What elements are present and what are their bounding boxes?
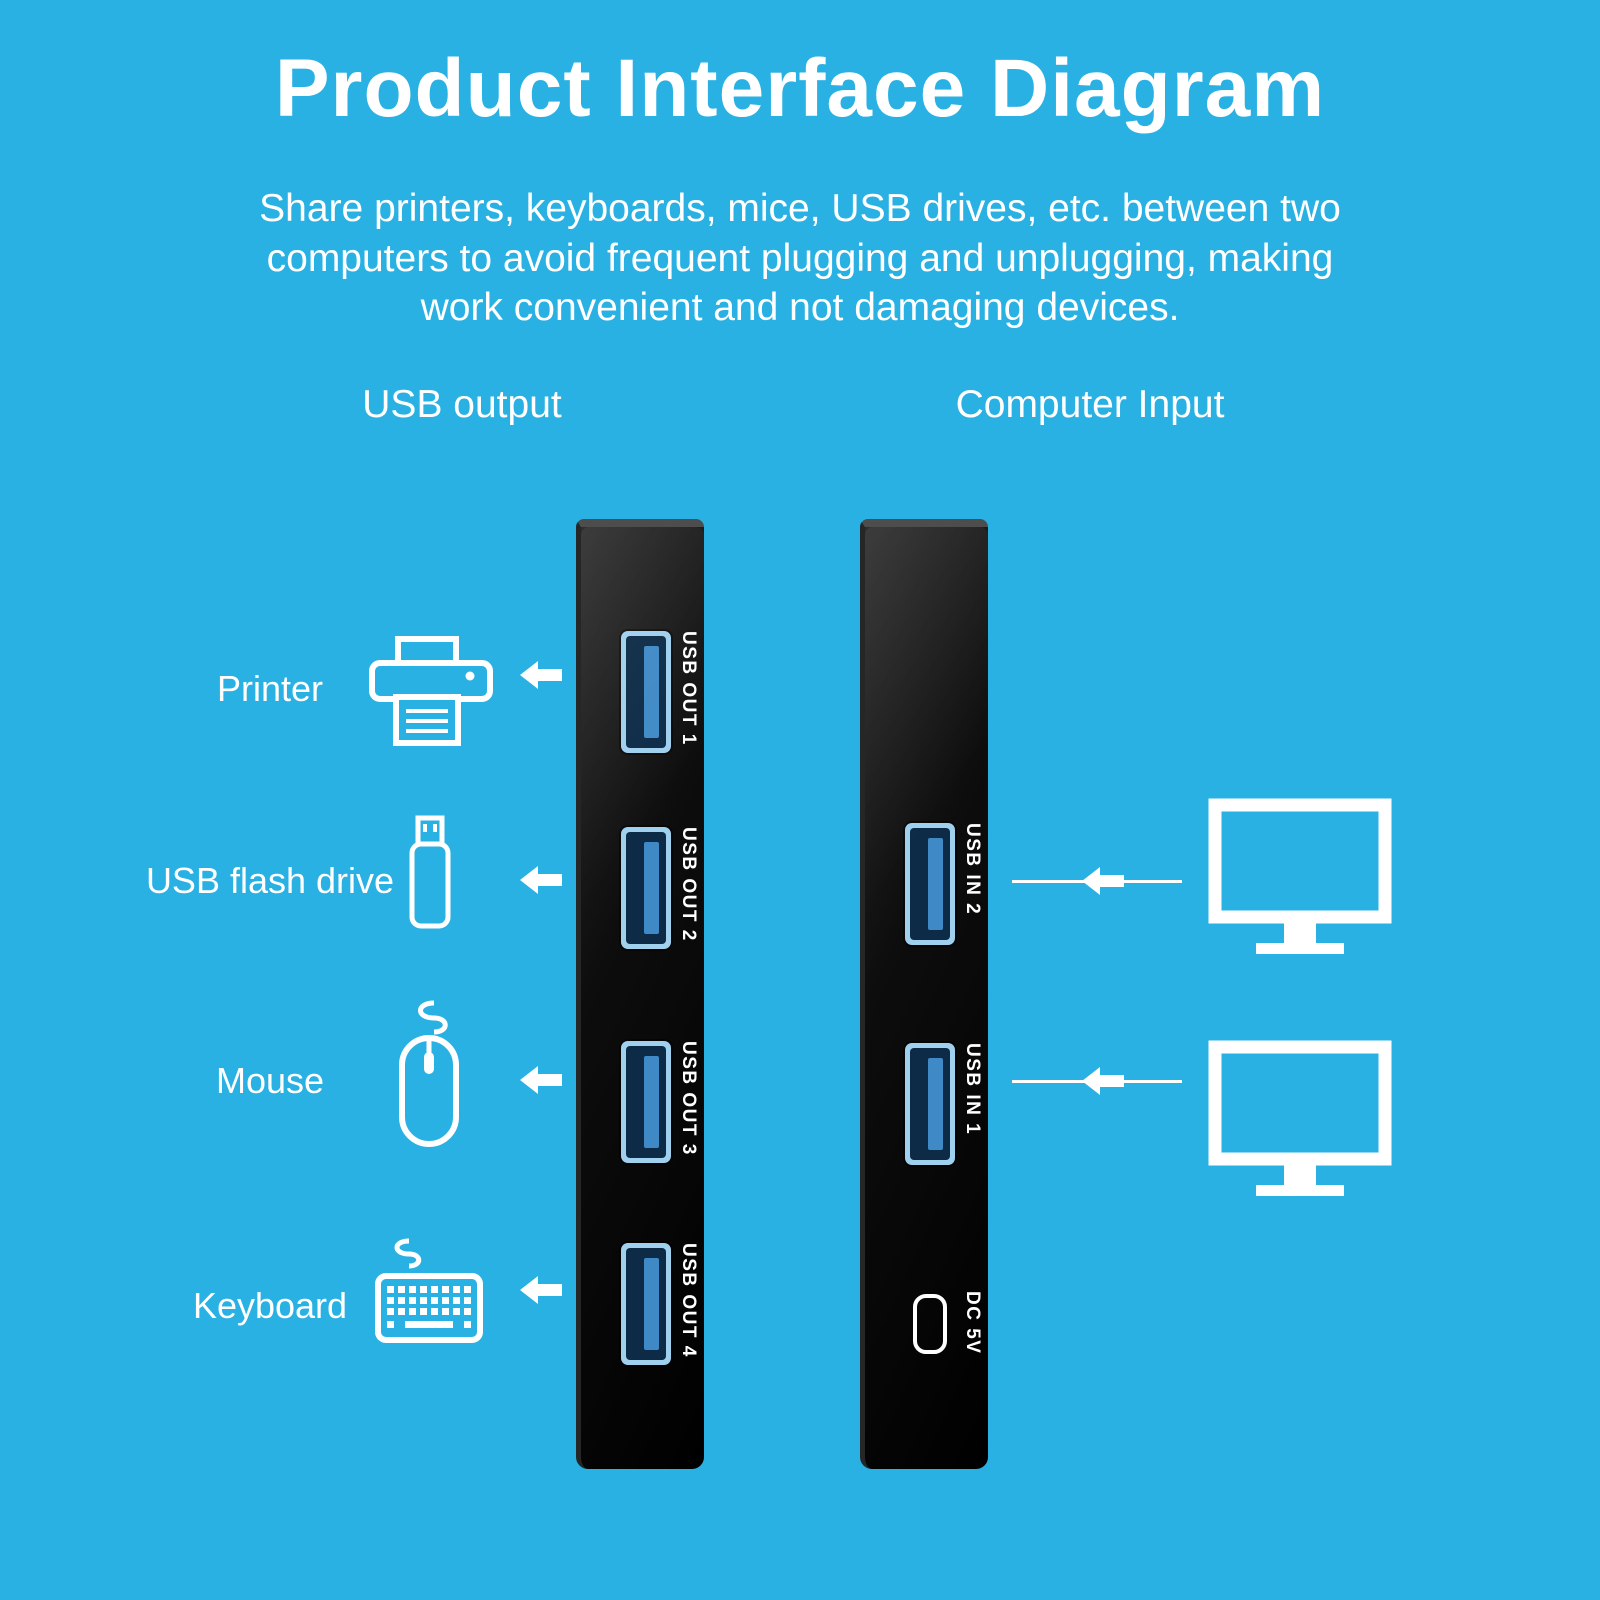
arrow-left-icon (1082, 1065, 1124, 1097)
usb-in-port-1 (905, 1043, 955, 1165)
arrow-left-icon (520, 1064, 562, 1096)
usb-switch-output-side: USB OUT 1 USB OUT 2 USB OUT 3 USB OUT 4 (576, 519, 704, 1469)
page-title: Product Interface Diagram (274, 43, 1326, 134)
arrow-left-icon (520, 1274, 562, 1306)
usb-flash-drive-icon (406, 815, 454, 930)
monitor-icon (1208, 1040, 1392, 1202)
printer-label: Printer (216, 668, 324, 709)
monitor-icon (1208, 798, 1392, 960)
mouse-icon (396, 1000, 462, 1150)
computer-input-column-label: Computer Input (955, 383, 1225, 426)
printer-icon (368, 636, 494, 748)
dc-power-port-label: DC 5V (962, 1291, 983, 1355)
dc-power-port-icon (911, 1293, 949, 1355)
usb-in-port-2-label: USB IN 2 (962, 823, 983, 916)
keyboard-label: Keyboard (192, 1285, 348, 1326)
usb-output-column-label: USB output (362, 383, 562, 426)
page-subtitle: Share printers, keyboards, mice, USB dri… (259, 187, 1341, 330)
usb-flash-drive-label: USB flash drive (145, 860, 395, 901)
arrow-left-icon (520, 659, 562, 691)
arrow-left-icon (520, 864, 562, 896)
usb-out-port-1 (621, 631, 671, 753)
arrow-left-icon (1082, 865, 1124, 897)
usb-out-port-2-label: USB OUT 2 (678, 827, 699, 942)
keyboard-icon (375, 1238, 483, 1346)
usb-switch-input-side: USB IN 2 USB IN 1 DC 5V (860, 519, 988, 1469)
usb-out-port-3-label: USB OUT 3 (678, 1041, 699, 1156)
usb-out-port-4 (621, 1243, 671, 1365)
usb-out-port-4-label: USB OUT 4 (678, 1243, 699, 1358)
usb-out-port-3 (621, 1041, 671, 1163)
usb-out-port-1-label: USB OUT 1 (678, 631, 699, 746)
mouse-label: Mouse (215, 1060, 325, 1101)
usb-out-port-2 (621, 827, 671, 949)
usb-in-port-1-label: USB IN 1 (962, 1043, 983, 1136)
usb-in-port-2 (905, 823, 955, 945)
